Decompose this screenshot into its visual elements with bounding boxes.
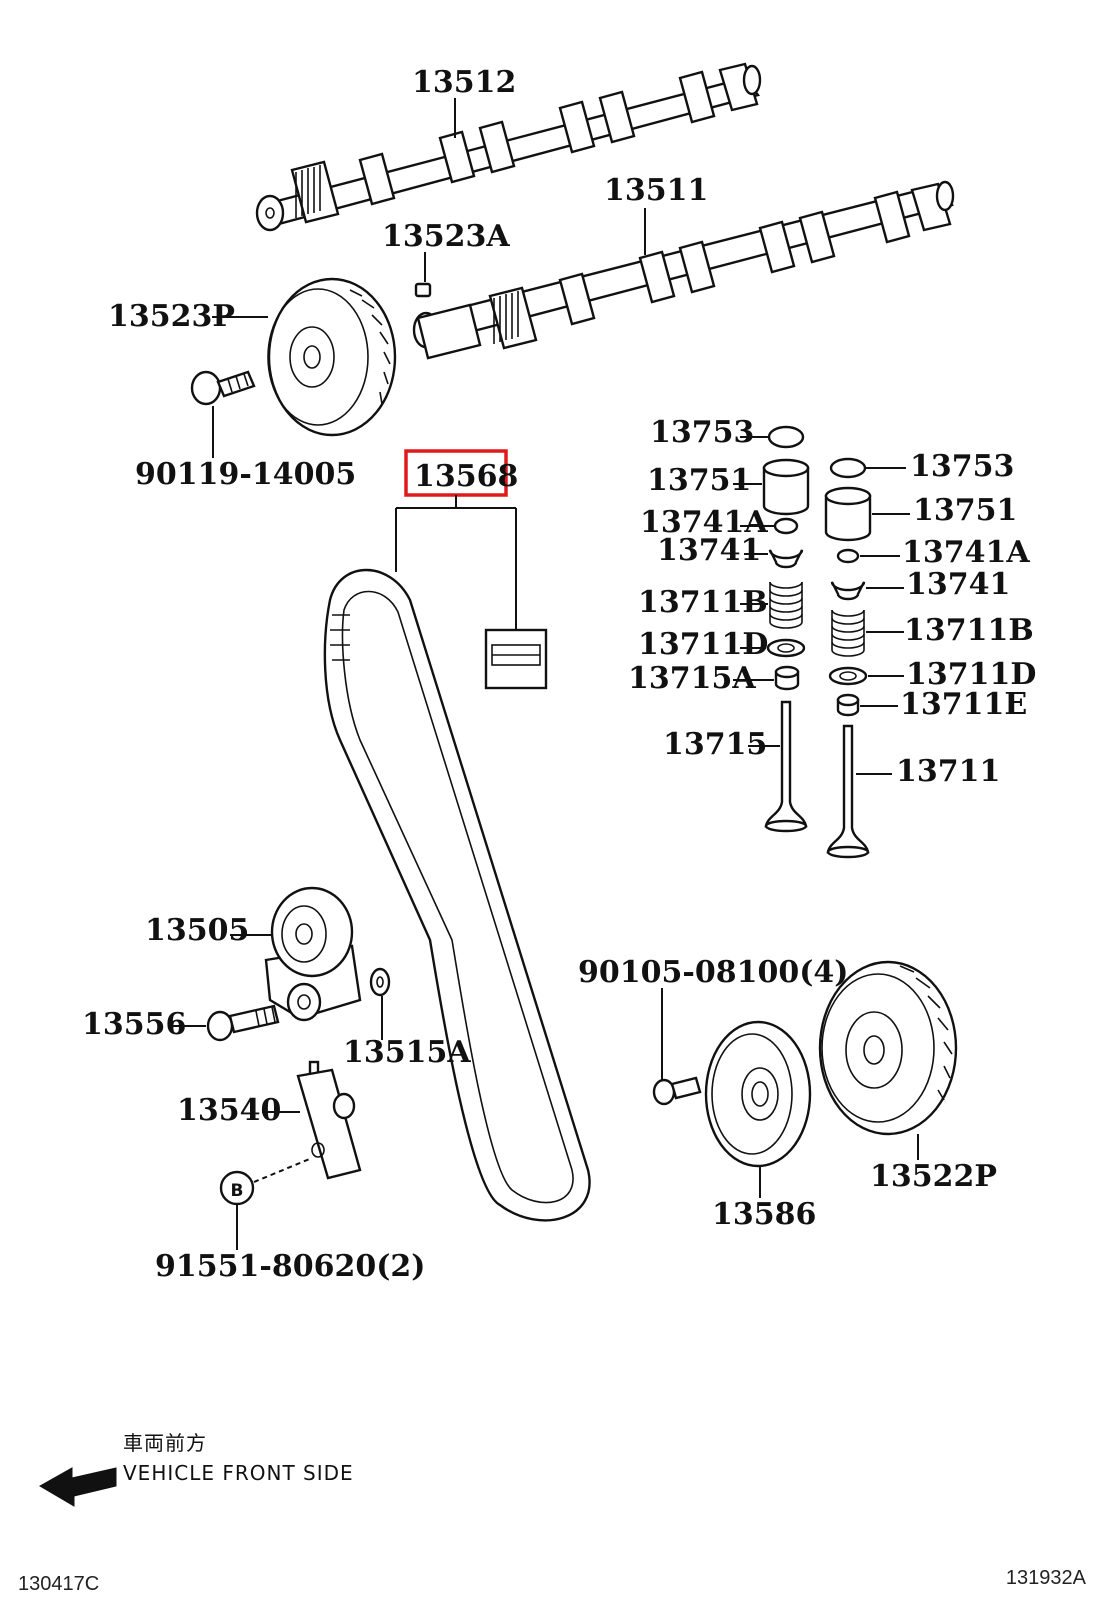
callout-13522P[interactable]: 13522P bbox=[870, 1159, 997, 1194]
callout-13711E[interactable]: 13711E bbox=[900, 687, 1027, 722]
idler-pulley-icon[interactable] bbox=[264, 886, 362, 1022]
callout-13512[interactable]: 13512 bbox=[412, 65, 516, 100]
valve-keeper-icon[interactable] bbox=[836, 548, 860, 564]
marker-letter: B bbox=[231, 1181, 244, 1201]
callout-90105-08100[interactable]: 90105-08100(4) bbox=[578, 955, 848, 990]
belt-icon[interactable] bbox=[323, 568, 591, 1222]
callout-13715A[interactable]: 13715A bbox=[628, 661, 756, 696]
code-left: 130417C bbox=[18, 1573, 99, 1595]
callout-13515A[interactable]: 13515A bbox=[343, 1035, 471, 1070]
bolt-icon[interactable] bbox=[206, 1004, 280, 1042]
crank-pulley-icon[interactable] bbox=[704, 1020, 812, 1168]
callout-13753-right[interactable]: 13753 bbox=[910, 449, 1014, 484]
valve-shim-icon[interactable] bbox=[767, 425, 805, 449]
spring-seat-icon[interactable] bbox=[828, 666, 868, 686]
code-right: 131932A bbox=[1006, 1567, 1087, 1589]
pulley-icon[interactable] bbox=[267, 277, 397, 437]
callout-13741-right[interactable]: 13741 bbox=[906, 567, 1010, 602]
callout-13511[interactable]: 13511 bbox=[604, 173, 708, 208]
callout-13753-left[interactable]: 13753 bbox=[650, 415, 754, 450]
callout-13711D-right[interactable]: 13711D bbox=[906, 657, 1036, 692]
pin-icon[interactable] bbox=[414, 282, 432, 298]
belt-label-card-icon[interactable] bbox=[484, 628, 548, 690]
callout-13711B-left[interactable]: 13711B bbox=[638, 585, 768, 620]
callout-13711B-right[interactable]: 13711B bbox=[904, 613, 1034, 648]
callout-13711D-left[interactable]: 13711D bbox=[638, 627, 768, 662]
callout-13540[interactable]: 13540 bbox=[177, 1093, 281, 1128]
callout-13505[interactable]: 13505 bbox=[145, 913, 249, 948]
timing-gear-icon[interactable] bbox=[818, 960, 958, 1136]
valve-icon[interactable] bbox=[826, 724, 870, 859]
callout-13751-left[interactable]: 13751 bbox=[647, 463, 751, 498]
washer-icon[interactable] bbox=[369, 967, 391, 997]
callout-13741A-right[interactable]: 13741A bbox=[902, 535, 1030, 570]
callout-90119-14005[interactable]: 90119-14005 bbox=[135, 457, 356, 492]
callout-13741-left[interactable]: 13741 bbox=[657, 533, 761, 568]
callout-13715[interactable]: 13715 bbox=[663, 727, 767, 762]
valve-retainer-icon[interactable] bbox=[768, 549, 804, 569]
callout-13586[interactable]: 13586 bbox=[712, 1197, 816, 1232]
callout-91551-80620[interactable]: 91551-80620(2) bbox=[155, 1249, 425, 1284]
callout-13741A-left[interactable]: 13741A bbox=[640, 505, 768, 540]
callout-13751-right[interactable]: 13751 bbox=[913, 493, 1017, 528]
callout-13568[interactable]: 13568 bbox=[414, 459, 518, 494]
arrow-left-icon bbox=[38, 1467, 117, 1507]
marker-circle-b[interactable]: B bbox=[219, 1170, 255, 1206]
valve-shim-icon[interactable] bbox=[829, 457, 867, 479]
camshaft-icon[interactable] bbox=[412, 180, 955, 360]
front-label-en: VEHICLE FRONT SIDE bbox=[123, 1461, 354, 1485]
valve-keeper-icon[interactable] bbox=[773, 517, 799, 535]
callout-13556[interactable]: 13556 bbox=[82, 1007, 186, 1042]
valve-lifter-icon[interactable] bbox=[824, 486, 872, 542]
callout-13523P[interactable]: 13523P bbox=[108, 299, 235, 334]
bolt-icon[interactable] bbox=[652, 1076, 702, 1106]
bolt-icon[interactable] bbox=[190, 370, 256, 406]
spring-icon[interactable] bbox=[769, 581, 803, 629]
valve-retainer-icon[interactable] bbox=[830, 581, 866, 601]
valve-icon[interactable] bbox=[764, 700, 808, 833]
callout-13711[interactable]: 13711 bbox=[896, 754, 1000, 789]
valve-seal-icon[interactable] bbox=[774, 665, 800, 691]
spring-icon[interactable] bbox=[831, 609, 865, 657]
tensioner-icon[interactable] bbox=[296, 1060, 362, 1180]
valve-seal-icon[interactable] bbox=[836, 693, 860, 717]
spring-seat-icon[interactable] bbox=[766, 638, 806, 658]
callout-13523A[interactable]: 13523A bbox=[382, 219, 510, 254]
valve-lifter-icon[interactable] bbox=[762, 458, 810, 516]
front-label-jp: 車両前方 bbox=[123, 1431, 207, 1455]
